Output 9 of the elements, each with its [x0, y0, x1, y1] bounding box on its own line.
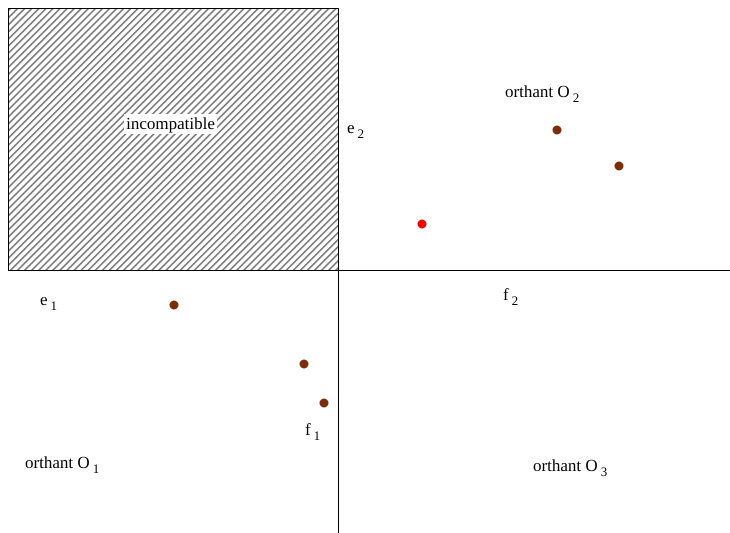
axis-label: orthant O$_{1}$: [25, 453, 100, 477]
axis-label: e$_{2}$: [347, 118, 364, 142]
axis-label: orthant O$_{3}$: [533, 456, 608, 480]
axis-label: orthant O$_{2}$: [505, 82, 580, 106]
axis-label: e$_{1}$: [40, 290, 58, 314]
hatched-region: [8, 8, 339, 271]
region-label: incompatible: [124, 114, 217, 134]
axis-label: f$_{2}$: [503, 285, 518, 309]
axis-label: f$_{1}$: [305, 420, 320, 444]
